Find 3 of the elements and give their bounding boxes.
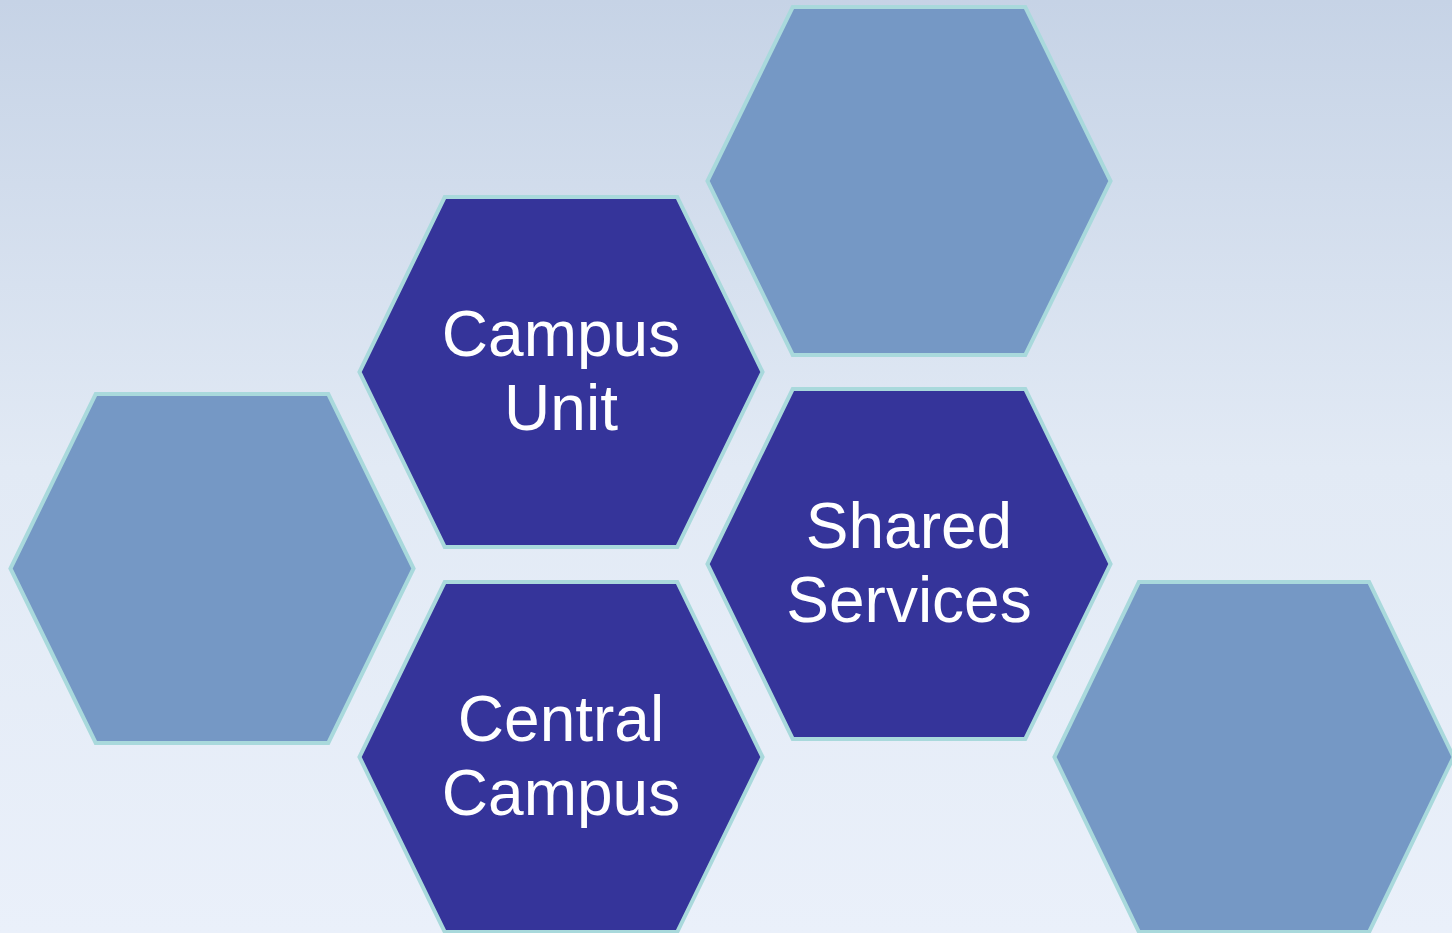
hexagon-label: Shared Services xyxy=(785,490,1033,638)
hexagon-label: Campus Unit xyxy=(440,298,682,446)
hexagon-label: Central Campus xyxy=(440,683,682,831)
